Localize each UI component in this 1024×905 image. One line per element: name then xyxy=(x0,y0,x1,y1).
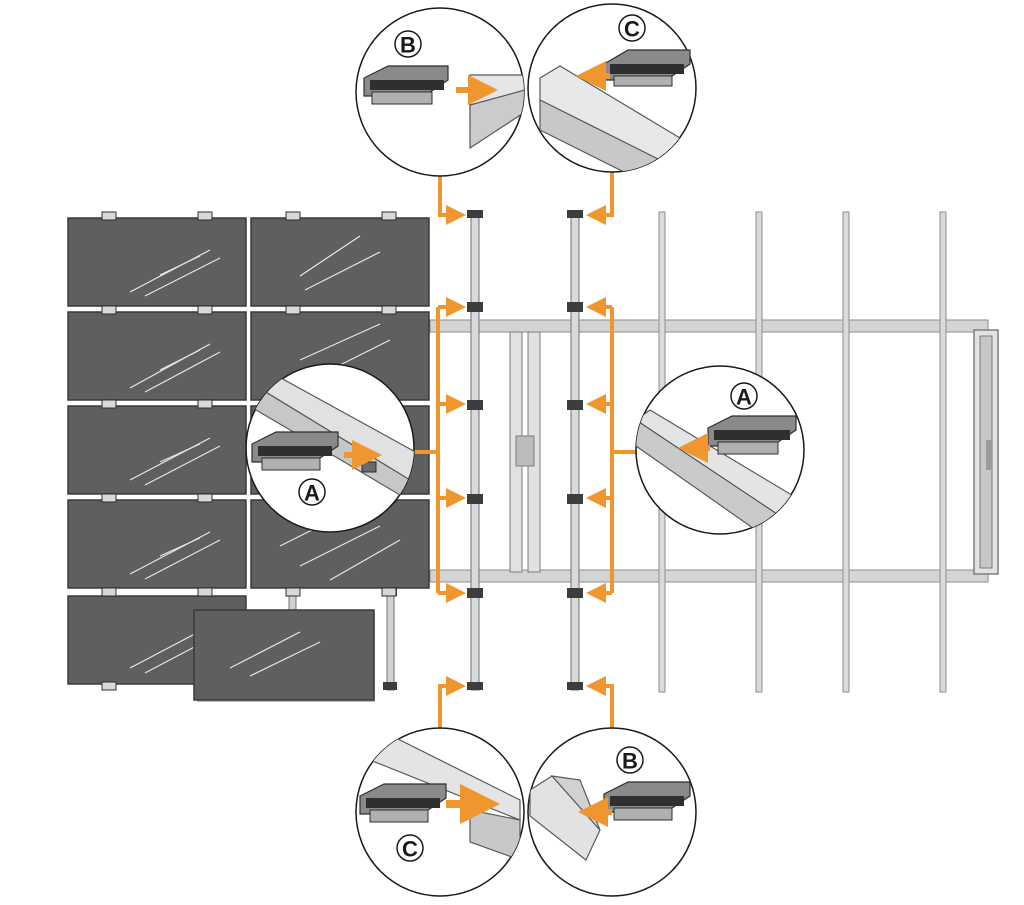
solar-panel-icon xyxy=(193,609,375,702)
rail-clamp-icon xyxy=(363,65,449,105)
rail-clamp-icon xyxy=(251,431,339,471)
callout-label-a: A xyxy=(304,481,320,506)
rail-clamp-icon xyxy=(707,415,797,455)
rail-clamp-icon xyxy=(603,49,691,87)
solar-panel-icon xyxy=(67,217,247,307)
callout-mid-left: A xyxy=(245,363,415,533)
rail-clamp-icon xyxy=(603,781,691,821)
callout-label-c: C xyxy=(624,17,640,42)
callout-label-b: B xyxy=(622,749,638,774)
rail-clamp-icon xyxy=(359,783,447,823)
callout-label-b: B xyxy=(400,33,416,58)
callout-mid-right: A xyxy=(635,365,805,535)
solar-panel-icon xyxy=(250,217,430,307)
horizontal-rail-top xyxy=(429,319,989,333)
callout-label-a: A xyxy=(736,385,752,410)
callout-top-right: C xyxy=(527,3,697,173)
callout-bottom-right: B xyxy=(527,727,697,897)
mounting-rail-icon xyxy=(529,775,601,861)
solar-panel-icon xyxy=(67,499,247,589)
clamp-rail-left xyxy=(467,210,483,691)
solar-panel-icon xyxy=(67,405,247,495)
clamp-rail-small xyxy=(386,591,395,691)
clamp-rail-right xyxy=(567,210,583,691)
solar-panel-icon xyxy=(67,311,247,401)
callout-top-left: B xyxy=(355,7,525,177)
callout-label-c: C xyxy=(402,837,418,862)
callout-bottom-left: C xyxy=(355,727,525,897)
orange-arrow-icon xyxy=(414,172,636,728)
